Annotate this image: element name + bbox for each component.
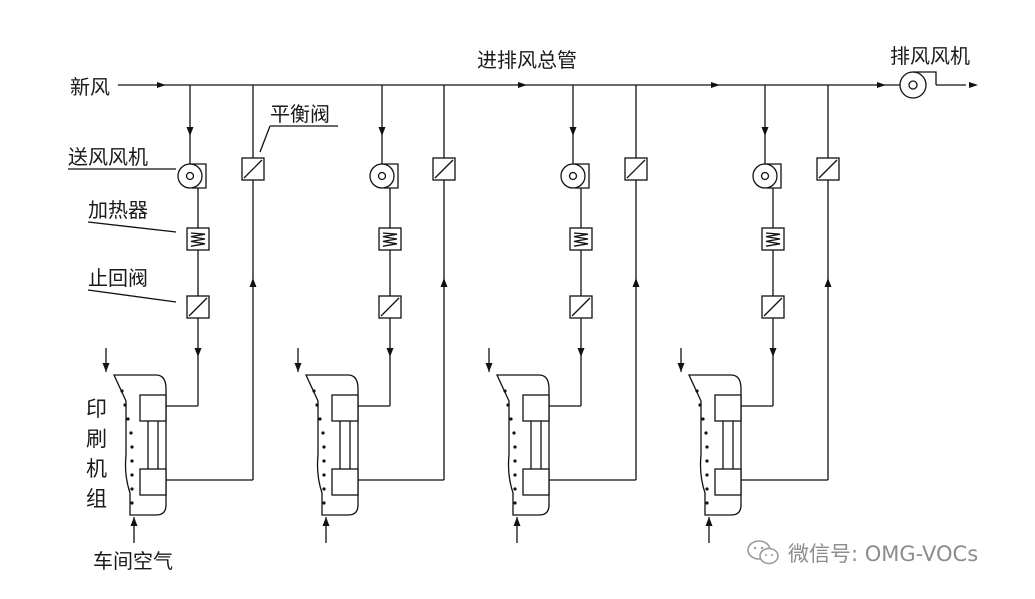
check-valve-icon [569, 295, 593, 319]
supply-arrow [194, 348, 202, 357]
exhaust-arrow [249, 278, 257, 287]
check-valve-leader [87, 289, 177, 303]
workshop-air-arrow [705, 517, 713, 526]
heater-icon [378, 227, 402, 251]
supply-arrow [569, 127, 577, 136]
printing-unit-2 [305, 374, 359, 516]
supply-arrow [769, 348, 777, 357]
printing-unit-label: 印刷机组 [86, 397, 107, 511]
check-valve-icon [186, 295, 210, 319]
heater-label: 加热器 [88, 198, 148, 222]
check-valve-icon [761, 295, 785, 319]
watermark-text: 微信号: OMG-VOCs [788, 542, 979, 566]
supply-fan-icon [752, 163, 782, 189]
supply-fan-label: 送风风机 [68, 145, 148, 169]
heater-icon [569, 227, 593, 251]
workshop-air-arrow [294, 363, 302, 372]
workshop-air-label: 车间空气 [93, 549, 173, 573]
balance-valve-leader [259, 125, 271, 153]
process-branch-2 [294, 85, 456, 543]
check-valve-label: 止回阀 [88, 266, 148, 290]
wechat-icon [747, 540, 779, 565]
supply-arrow [577, 348, 585, 357]
printing-unit-1 [113, 374, 167, 516]
balance-valve-icon [241, 157, 265, 181]
workshop-air-arrow [513, 517, 521, 526]
heater-icon [761, 227, 785, 251]
supply-arrow [378, 127, 386, 136]
balance-valve-icon [816, 157, 840, 181]
exhaust-fan-label: 排风风机 [890, 44, 970, 68]
workshop-air-arrow [322, 517, 330, 526]
supply-fan-icon [177, 163, 207, 189]
exhaust-arrow [632, 278, 640, 287]
printing-unit-4 [688, 374, 742, 516]
exhaust-fan-symbol [899, 71, 937, 99]
fresh-air-label: 新风 [70, 75, 110, 99]
process-branch-4 [677, 85, 840, 543]
printing-unit-3 [496, 374, 550, 516]
supply-arrow [761, 127, 769, 136]
process-branch-1 [102, 85, 265, 543]
balance-valve-icon [432, 157, 456, 181]
workshop-air-arrow [485, 363, 493, 372]
heater-leader [87, 221, 177, 233]
supply-arrow [386, 348, 394, 357]
duct-arrow [711, 82, 720, 88]
process-branch-3 [485, 85, 648, 543]
balance-valve-icon [624, 157, 648, 181]
main-duct-label: 进排风总管 [477, 48, 577, 72]
supply-fan-icon [369, 163, 399, 189]
supply-arrow [186, 127, 194, 136]
heater-icon [186, 227, 210, 251]
duct-arrow [877, 82, 886, 88]
balance-valve-label: 平衡阀 [270, 102, 330, 126]
watermark: 微信号: OMG-VOCs [746, 538, 978, 568]
workshop-air-arrow [102, 363, 110, 372]
exhaust-arrow [440, 278, 448, 287]
exhaust-arrow [824, 278, 832, 287]
check-valve-icon [378, 295, 402, 319]
fresh-air-arrow [157, 82, 166, 88]
supply-fan-icon [560, 163, 590, 189]
workshop-air-arrow [130, 517, 138, 526]
workshop-air-arrow [677, 363, 685, 372]
exhaust-arrow [969, 82, 978, 88]
duct-arrow [518, 82, 527, 88]
